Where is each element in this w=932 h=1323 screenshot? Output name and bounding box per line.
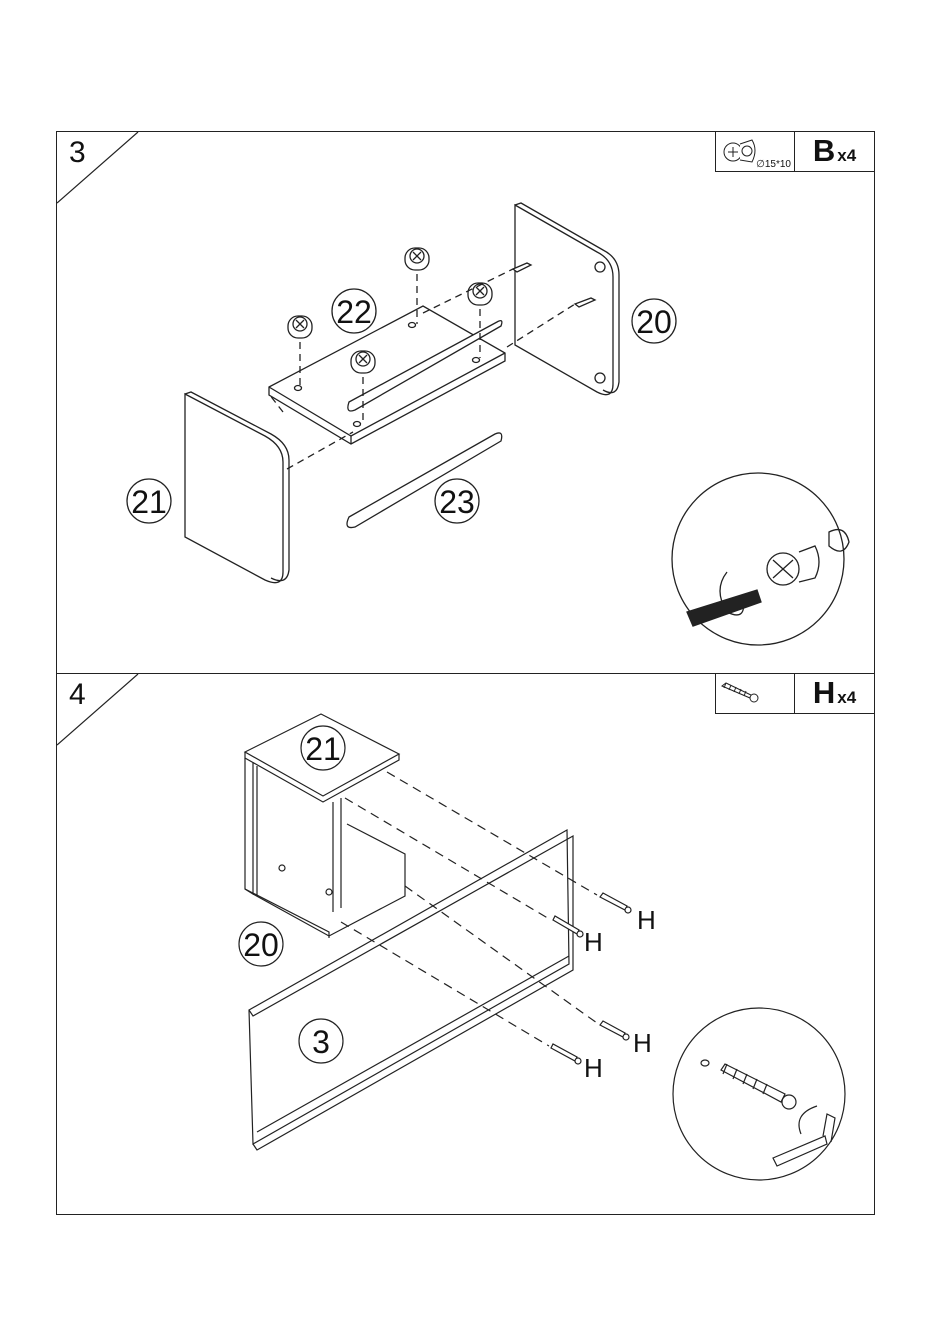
screw-label-h: H: [637, 905, 656, 935]
svg-text:21: 21: [305, 731, 341, 767]
part-label-20: 20: [632, 299, 676, 343]
step-3-illustration: 22 20 21 23: [57, 132, 876, 675]
part-label-22: 22: [332, 289, 376, 333]
svg-text:3: 3: [312, 1024, 330, 1060]
part-label-23: 23: [435, 479, 479, 523]
part-label-21: 21: [127, 479, 171, 523]
svg-text:23: 23: [439, 484, 475, 520]
part-label-21: 21: [301, 726, 345, 770]
screw-label-h: H: [584, 927, 603, 957]
svg-text:21: 21: [131, 484, 167, 520]
svg-text:20: 20: [636, 304, 672, 340]
svg-text:20: 20: [243, 927, 279, 963]
part-label-20: 20: [239, 922, 283, 966]
step-4-panel: 4 H x4: [56, 673, 875, 1215]
svg-text:22: 22: [336, 294, 372, 330]
step-4-illustration: 21 20 3 H H H H: [57, 674, 876, 1216]
screw-label-h: H: [633, 1028, 652, 1058]
screw-label-h: H: [584, 1053, 603, 1083]
step-3-panel: 3 ∅15*10 B x4: [56, 131, 875, 674]
